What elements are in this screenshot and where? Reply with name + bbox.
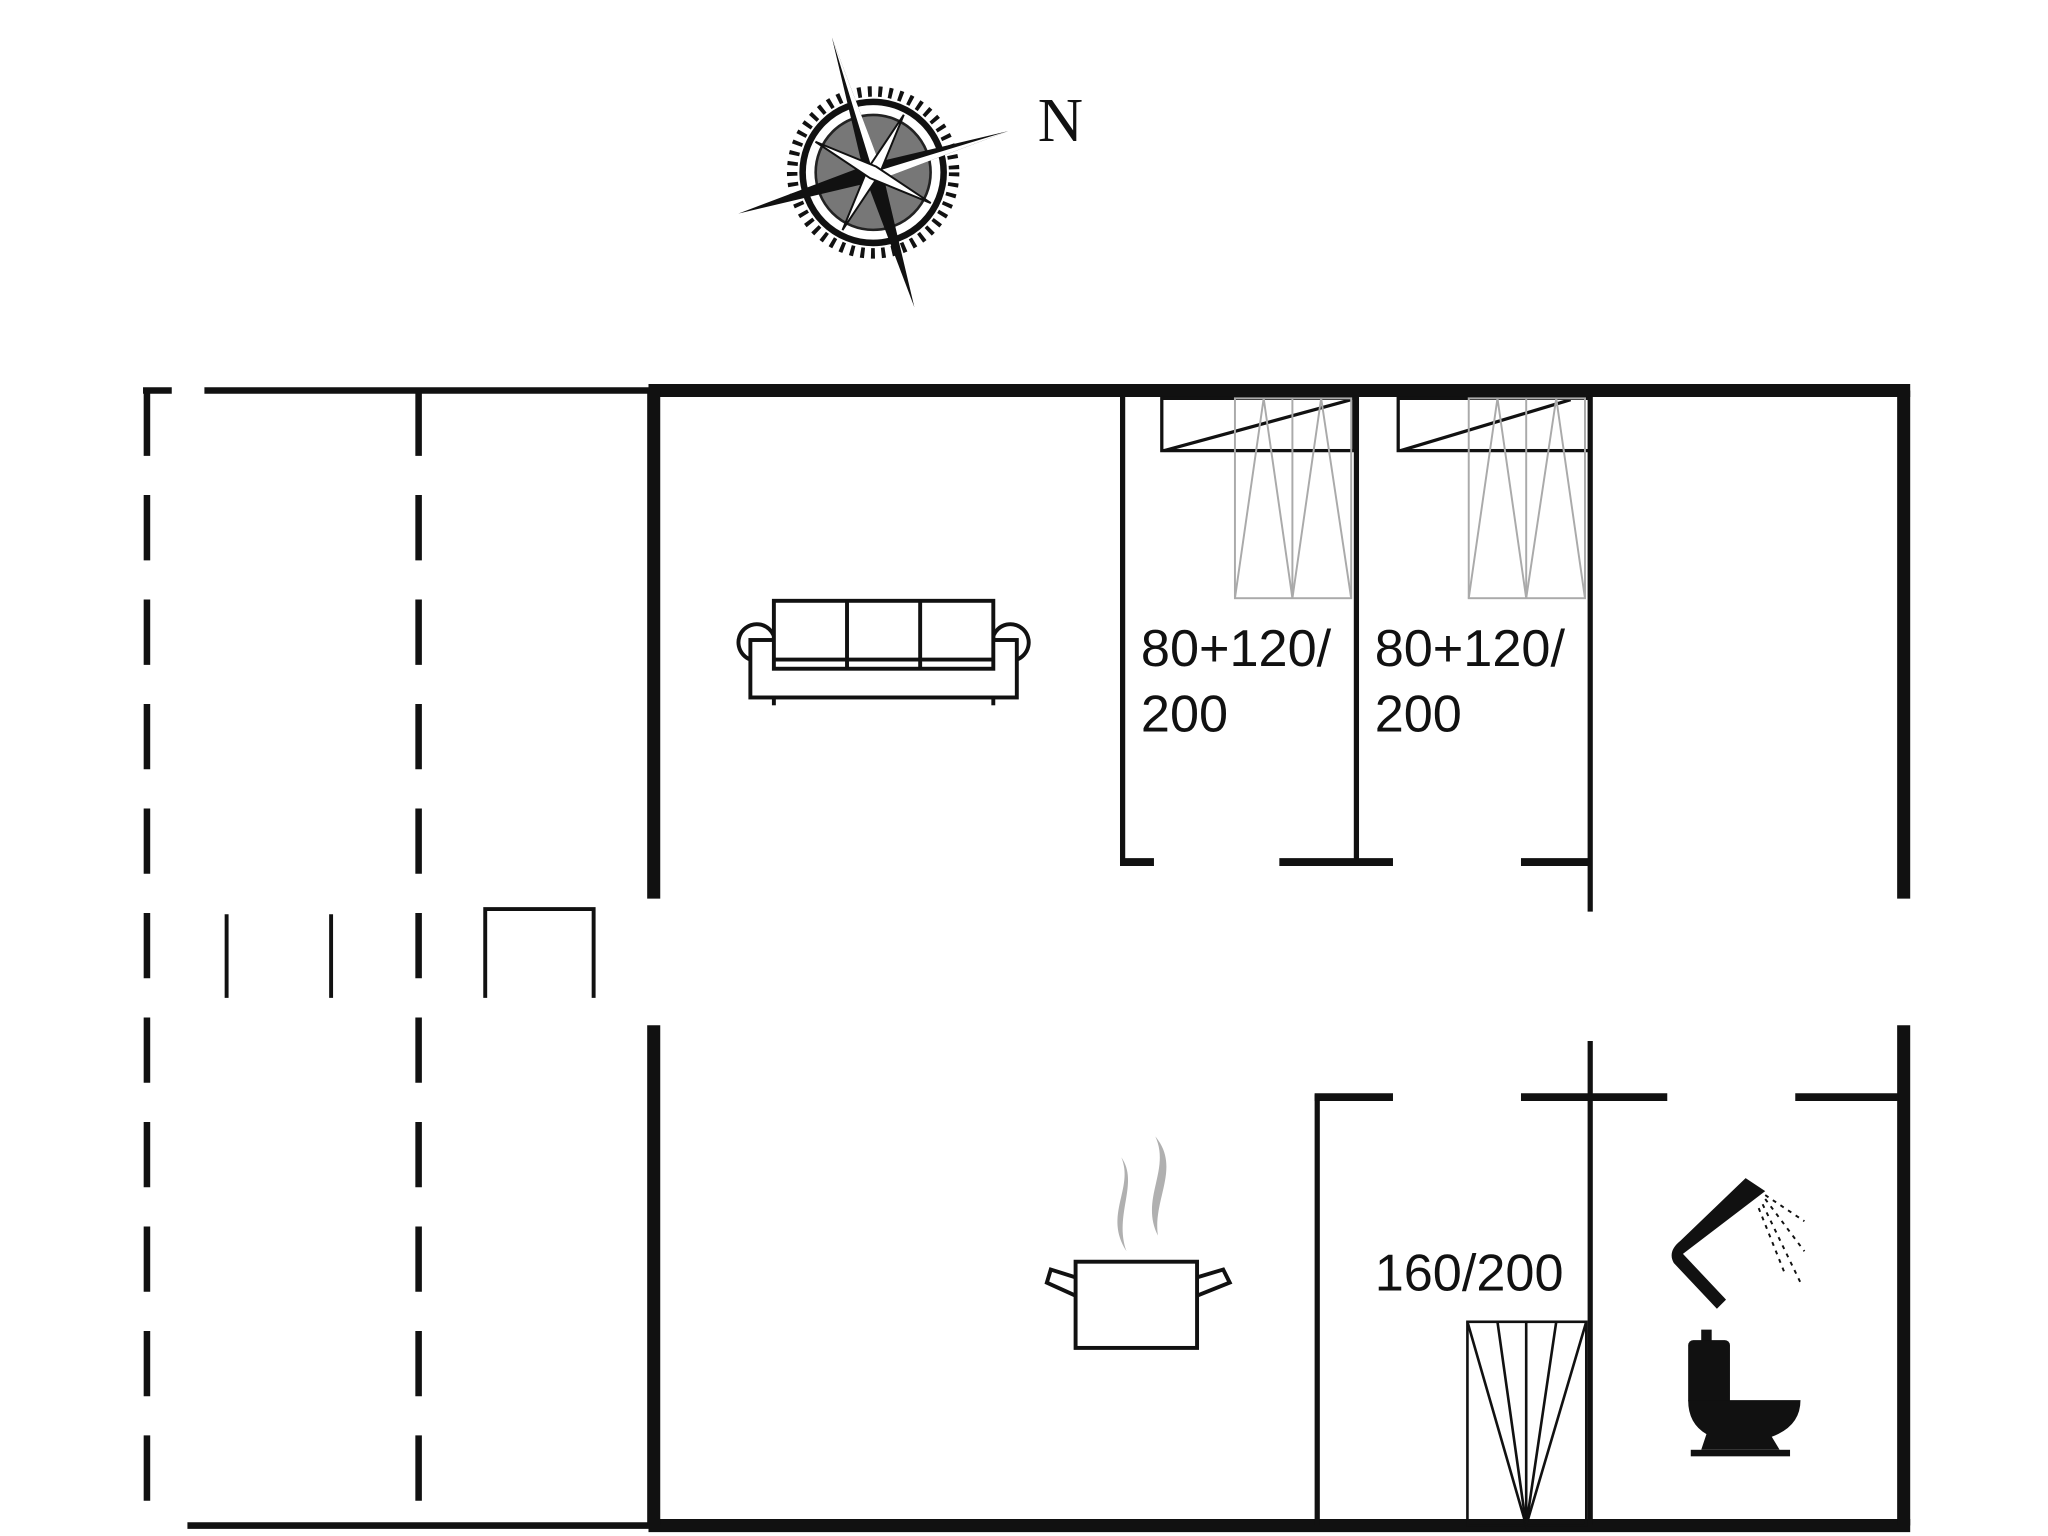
compass-rose-icon xyxy=(738,37,1009,308)
cooking-pot-icon xyxy=(1044,1136,1233,1350)
bed-icon xyxy=(1466,1320,1588,1531)
bed-size-label: 160/200 xyxy=(1375,1244,1564,1302)
bed-size-label: 200 xyxy=(1375,685,1462,743)
north-label: N xyxy=(1038,85,1083,155)
toilet-icon xyxy=(1688,1329,1801,1457)
bed-size-label: 80+120/ xyxy=(1141,620,1332,678)
bed-size-label: 80+120/ xyxy=(1375,620,1566,678)
bed-size-label: 200 xyxy=(1141,685,1228,743)
terrace-outline xyxy=(143,387,649,1529)
bed-icon xyxy=(1233,397,1586,600)
shower-icon xyxy=(1671,1178,1806,1309)
interior-walls xyxy=(1119,395,1899,1526)
sofa-icon xyxy=(736,598,1031,706)
exterior-walls xyxy=(647,383,1911,1533)
